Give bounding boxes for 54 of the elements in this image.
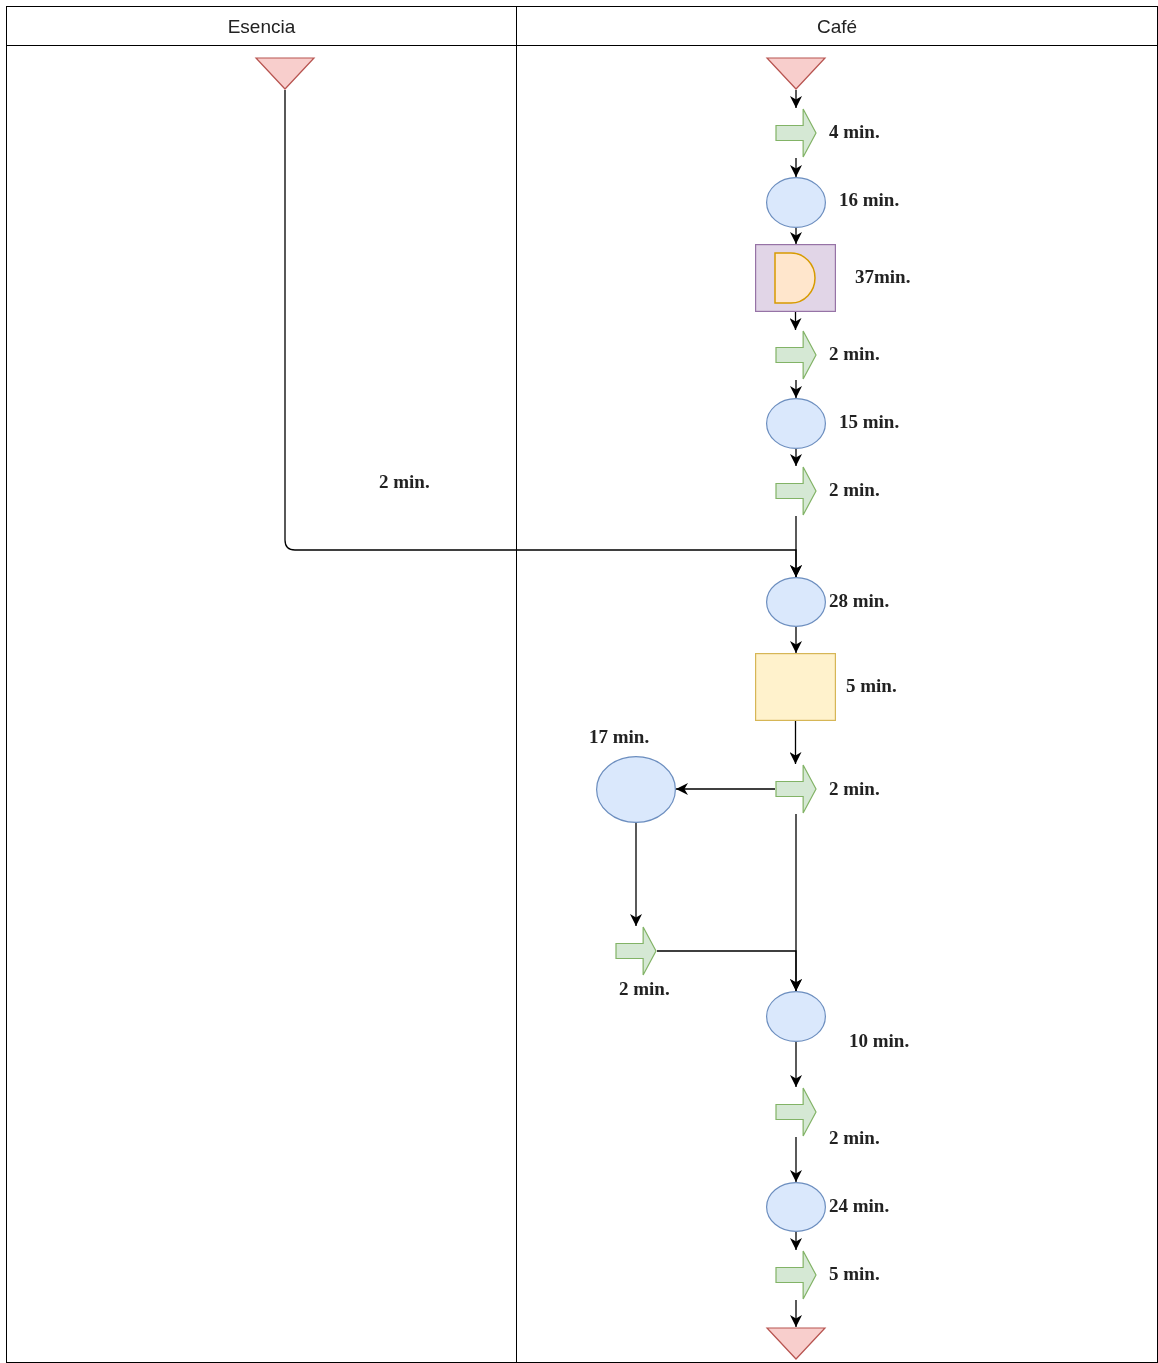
- flow-arrow: [630, 822, 642, 927]
- duration-label: 2 min.: [829, 479, 880, 501]
- duration-label: 2 min.: [619, 978, 670, 1000]
- flow-arrow: [675, 783, 776, 795]
- transport-symbol: [774, 329, 817, 380]
- process-box: [754, 652, 836, 721]
- flow-arrow: [790, 379, 802, 399]
- store-triangle: [765, 1326, 826, 1360]
- operation-circle: [765, 1181, 826, 1232]
- duration-label: 16 min.: [839, 189, 900, 211]
- flow-arrow: [789, 720, 802, 765]
- operation-circle: [595, 755, 676, 823]
- transport-symbol: [774, 763, 817, 814]
- transport-symbol: [774, 465, 817, 516]
- transport-symbol: [774, 1086, 817, 1137]
- flow-arrow: [790, 227, 802, 245]
- operation-circle: [765, 576, 826, 627]
- flow-arrow: [790, 1299, 802, 1328]
- operation-circle: [765, 397, 826, 449]
- duration-label: 17 min.: [589, 726, 650, 748]
- lane-title: Esencia: [7, 7, 516, 46]
- flow-arrow: [790, 89, 802, 109]
- flow-arrow: [790, 1136, 802, 1183]
- operation-circle: [765, 990, 826, 1042]
- operation-circle: [765, 176, 826, 228]
- flow-arrow: [656, 950, 802, 992]
- duration-label: 24 min.: [829, 1195, 890, 1217]
- flow-arrow: [284, 89, 802, 578]
- store-triangle: [765, 56, 826, 90]
- flow-arrow: [790, 1231, 802, 1251]
- duration-label: 2 min.: [829, 343, 880, 365]
- transport-symbol: [774, 107, 817, 158]
- flow-arrow: [790, 448, 802, 467]
- duration-label: 37min.: [855, 266, 911, 288]
- flow-arrow: [789, 311, 802, 331]
- flow-arrow: [790, 157, 802, 178]
- duration-label: 10 min.: [849, 1030, 910, 1052]
- duration-label: 2 min.: [379, 471, 430, 493]
- flow-arrow: [790, 626, 802, 654]
- swimlane: [6, 6, 517, 1363]
- duration-label: 28 min.: [829, 590, 890, 612]
- duration-label: 4 min.: [829, 121, 880, 143]
- duration-label: 5 min.: [846, 675, 897, 697]
- duration-label: 2 min.: [829, 1127, 880, 1149]
- duration-label: 15 min.: [839, 411, 900, 433]
- transport-symbol: [614, 925, 657, 976]
- duration-label: 5 min.: [829, 1263, 880, 1285]
- duration-label: 2 min.: [829, 778, 880, 800]
- process-box: [754, 243, 836, 312]
- transport-symbol: [774, 1249, 817, 1300]
- flow-arrow: [790, 1041, 802, 1088]
- swimlane: [516, 6, 1158, 1363]
- store-triangle: [254, 56, 315, 90]
- lane-title: Café: [517, 7, 1157, 46]
